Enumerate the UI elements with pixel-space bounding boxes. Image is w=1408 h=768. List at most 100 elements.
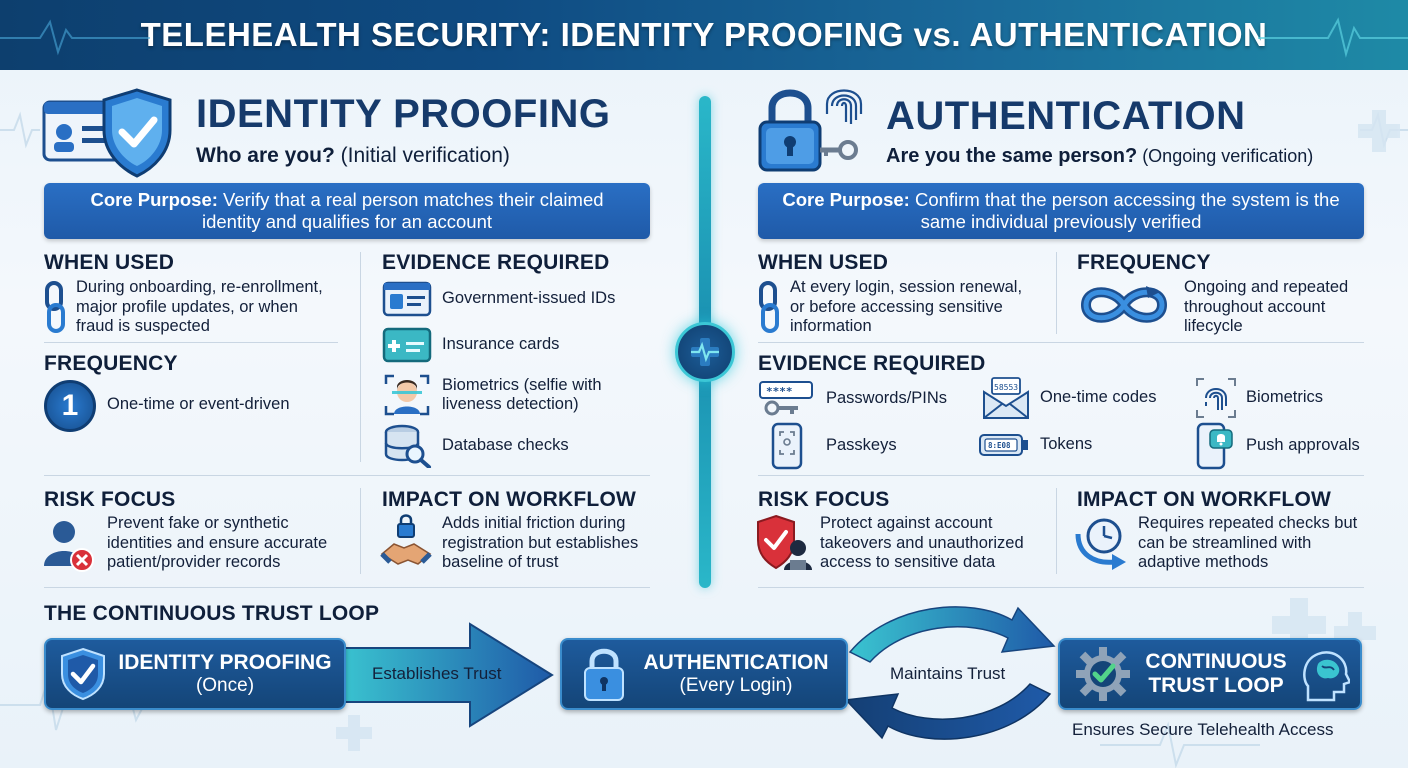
- envelope-code-digits: 58553: [994, 383, 1018, 392]
- ecg-line-right-decoration: [1258, 17, 1408, 58]
- right-risk-line: access to sensitive data: [820, 553, 996, 571]
- left-evidence-item: Insurance cards: [382, 326, 559, 364]
- left-when-used-line: fraud is suspected: [76, 317, 210, 335]
- loop-box2-title: AUTHENTICATION: [643, 651, 829, 674]
- authentication-title: AUTHENTICATION: [886, 94, 1246, 138]
- left-evidence-label: Insurance cards: [442, 335, 560, 354]
- right-when-used-line: At every login, session renewal,: [790, 278, 1023, 296]
- right-column-rule: [1056, 488, 1057, 574]
- insurance-card-icon: [382, 327, 432, 363]
- left-rule: [44, 587, 650, 588]
- token-display: 8:E08: [988, 441, 1011, 450]
- right-evidence-item: Biometrics: [1194, 376, 1323, 420]
- core-purpose-line1: Verify that a real person matches their …: [217, 189, 604, 210]
- right-frequency-line: lifecycle: [1184, 317, 1243, 335]
- left-risk-line: Prevent fake or synthetic: [107, 514, 289, 532]
- subtitle-note: (Initial verification): [334, 144, 510, 167]
- shield-check-icon: [61, 647, 105, 701]
- clock-arrow-icon: [1075, 518, 1126, 570]
- left-when-used-line: major profile updates, or when: [76, 297, 298, 316]
- core-purpose-label: Core Purpose:: [782, 189, 910, 210]
- right-risk-heading: RISK FOCUS: [758, 488, 890, 511]
- id-card-shield-icon: [42, 88, 172, 178]
- password-key-mask: ****: [766, 385, 793, 398]
- left-risk-line: identities and ensure accurate: [107, 533, 328, 552]
- infinity-loop-icon: [1080, 286, 1168, 323]
- left-impact-line: registration but establishes: [442, 533, 639, 552]
- ecg-line-left-decoration: [0, 19, 150, 56]
- left-evidence-label: liveness detection): [442, 395, 579, 413]
- left-frequency-text: One-time or event-driven: [107, 395, 290, 413]
- right-evidence-item: **** Passwords/PINs: [758, 380, 947, 418]
- loop-box3-line2: TRUST LOOP: [1148, 674, 1284, 697]
- right-when-used-text: At every login, session renewal, or befo…: [790, 278, 1022, 337]
- left-evidence-item: Government-issued IDs: [382, 280, 615, 318]
- hacker-shield-icon: [757, 514, 812, 570]
- core-purpose-line2: identity and qualifies for an account: [201, 211, 493, 232]
- authentication-subtitle: Are you the same person? (Ongoing verifi…: [886, 145, 1313, 168]
- right-when-used-line: or before accessing sensitive: [790, 297, 1003, 316]
- left-risk-heading: RISK FOCUS: [44, 488, 176, 511]
- trust-loop-footer: Ensures Secure Telehealth Access: [1072, 720, 1334, 739]
- identity-proofing-subtitle: Who are you? (Initial verification): [196, 144, 510, 168]
- left-evidence-label: Government-issued IDs: [442, 289, 616, 308]
- left-evidence-label: Database checks: [442, 436, 569, 455]
- chain-link-icon: [45, 281, 65, 333]
- establishes-trust-arrow: [340, 622, 554, 728]
- authentication-loop-box: AUTHENTICATION (Every Login): [560, 638, 848, 710]
- left-when-used-text: During onboarding, re-enrollment, major …: [76, 278, 323, 337]
- right-evidence-label: Biometrics: [1246, 388, 1324, 407]
- left-rule: [44, 342, 338, 343]
- right-when-used-heading: WHEN USED: [758, 251, 889, 274]
- page-title: TELEHEALTH SECURITY: IDENTITY PROOFING v…: [140, 16, 1268, 53]
- core-purpose-label: Core Purpose:: [90, 189, 218, 210]
- identity-proofing-title: IDENTITY PROOFING: [196, 92, 611, 136]
- right-evidence-label: Push approvals: [1246, 436, 1360, 455]
- maintains-trust-label: Maintains Trust: [890, 664, 1006, 683]
- left-evidence-heading: EVIDENCE REQUIRED: [382, 251, 610, 274]
- phone-passkey-icon: [771, 422, 803, 470]
- establishes-trust-label: Establishes Trust: [372, 664, 502, 683]
- right-impact-line: Requires repeated checks but: [1138, 514, 1358, 532]
- right-impact-line: adaptive methods: [1138, 553, 1269, 571]
- trust-loop-heading: THE CONTINUOUS TRUST LOOP: [44, 602, 380, 625]
- right-evidence-item: Passkeys: [770, 422, 897, 470]
- left-rule: [44, 475, 650, 476]
- loop-box3-line1: CONTINUOUS: [1145, 650, 1287, 673]
- right-evidence-label: Passkeys: [826, 436, 897, 455]
- right-evidence-item: 8:E08 Tokens: [978, 432, 1092, 458]
- right-evidence-heading: EVIDENCE REQUIRED: [758, 352, 986, 375]
- right-evidence-label: Tokens: [1040, 435, 1093, 454]
- left-column-rule: [360, 488, 361, 574]
- left-column-rule: [360, 252, 361, 462]
- header-banner: TELEHEALTH SECURITY: IDENTITY PROOFING v…: [0, 0, 1408, 70]
- right-impact-heading: IMPACT ON WORKFLOW: [1077, 488, 1332, 511]
- heartbeat-cross-icon: [675, 322, 735, 382]
- subtitle-question: Are you the same person?: [886, 145, 1138, 167]
- right-frequency-heading: FREQUENCY: [1077, 251, 1211, 274]
- authentication-core-purpose: Core Purpose: Confirm that the person ac…: [758, 183, 1364, 239]
- left-impact-line: baseline of trust: [442, 553, 559, 571]
- right-impact-line: can be streamlined with: [1138, 533, 1312, 552]
- lock-icon: [584, 648, 624, 701]
- subtitle-note: (Ongoing verification): [1137, 146, 1314, 166]
- loop-box2-sub: (Every Login): [679, 675, 793, 696]
- left-when-used-heading: WHEN USED: [44, 251, 175, 274]
- left-evidence-item: Biometrics (selfie with liveness detecti…: [382, 372, 602, 418]
- right-when-used-line: information: [790, 317, 872, 335]
- right-rule: [758, 587, 1364, 588]
- subtitle-question: Who are you?: [196, 144, 335, 167]
- identity-proofing-loop-box: IDENTITY PROOFING (Once): [44, 638, 346, 710]
- handshake-lock-icon: [380, 514, 432, 565]
- left-evidence-item: Database checks: [382, 424, 569, 468]
- right-impact-text: Requires repeated checks but can be stre…: [1138, 514, 1357, 573]
- id-card-icon: [382, 281, 432, 317]
- left-risk-line: patient/provider records: [107, 553, 281, 571]
- token-icon: 8:E08: [979, 434, 1028, 456]
- core-purpose-line2: same individual previously verified: [920, 211, 1202, 232]
- brain-head-icon: [1303, 651, 1350, 702]
- password-key-icon: ****: [759, 381, 813, 416]
- chain-link-icon: [759, 281, 779, 333]
- right-column-rule: [1056, 252, 1057, 334]
- left-evidence-label: Biometrics (selfie with: [442, 375, 602, 394]
